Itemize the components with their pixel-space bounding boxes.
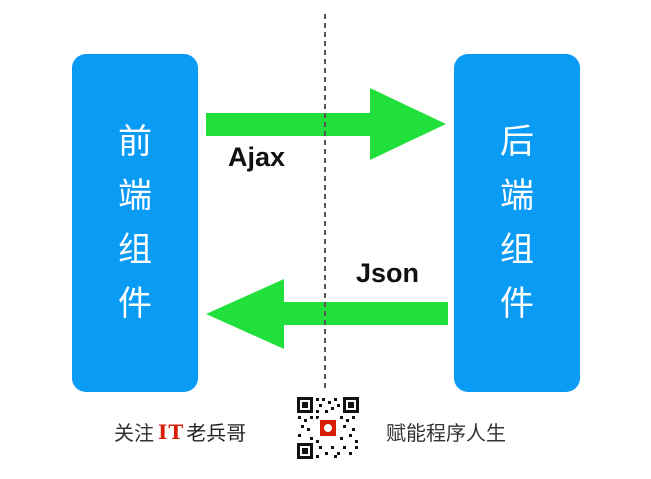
backend-component-box: 后 端 组 件 [454,54,580,392]
footer-follow: 关注 IT 老兵哥 [114,417,246,446]
frontend-char-1: 前 [118,122,152,162]
frontend-char-4: 件 [118,284,152,324]
response-arrow [206,279,448,349]
footer-brand-suffix: 老兵哥 [186,421,247,445]
backend-char-4: 件 [500,284,534,324]
qr-code-icon [296,396,360,460]
footer-prefix: 关注 [114,421,154,445]
footer-slogan: 赋能程序人生 [386,421,506,445]
backend-char-2: 端 [500,176,534,216]
backend-char-3: 组 [500,230,534,270]
request-label: Ajax [228,142,286,172]
frontend-char-2: 端 [118,176,152,216]
footer-brand: IT [158,419,185,444]
frontend-component-box: 前 端 组 件 [72,54,198,392]
frontend-char-3: 组 [118,230,152,270]
response-label: Json [356,258,420,288]
backend-char-1: 后 [500,122,534,162]
